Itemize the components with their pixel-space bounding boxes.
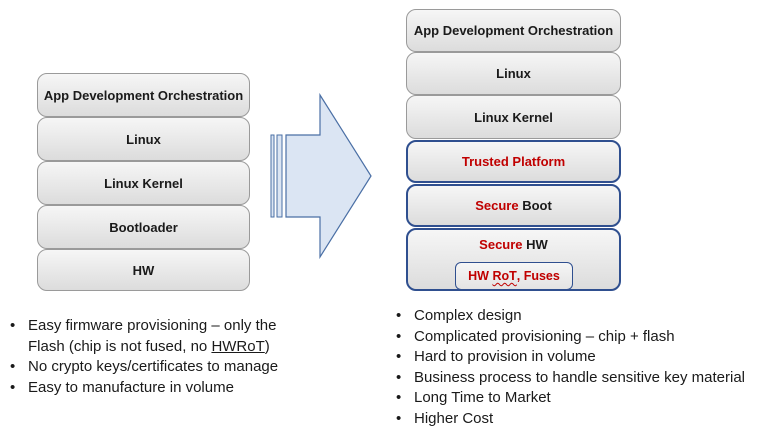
layer-label: App Development Orchestration (43, 87, 244, 103)
layer-label: Linux Kernel (104, 175, 183, 191)
bullet-text: Easy firmware provisioning – only the (28, 317, 277, 334)
bullet-text: Complicated provisioning – chip + flash (414, 327, 675, 345)
layer-label: Linux (126, 131, 161, 147)
secure-word: Secure (479, 237, 523, 252)
right-layer-linux: Linux (406, 52, 621, 95)
bullet-text: Complex design (414, 307, 522, 324)
list-item: • Complex design (396, 306, 766, 327)
list-item: • Hard to provision in volume (396, 347, 766, 368)
bullet-text: No crypto keys/certificates to manage (28, 358, 279, 375)
hwrot-word: HWRoT (211, 337, 265, 355)
left-layer-linux: Linux (37, 117, 250, 161)
layer-label: App Development Orchestration (413, 23, 614, 38)
layer-label: Linux (496, 66, 531, 81)
hw-word: HW (468, 269, 493, 283)
list-item: • Easy firmware provisioning – only the … (10, 316, 310, 357)
right-layer-app: App Development Orchestration (406, 9, 621, 52)
bullet-icon: • (396, 368, 402, 386)
bullet-text: Flash (chip is not fused, no (28, 337, 212, 355)
bullet-icon: • (396, 348, 402, 365)
bullet-icon: • (396, 327, 402, 345)
right-layer-kernel: Linux Kernel (406, 95, 621, 139)
bullet-text: Hard to provision in volume (414, 348, 596, 365)
left-layer-hw: HW (37, 249, 250, 291)
layer-label: Linux Kernel (474, 109, 553, 125)
right-layer-secure-boot: Secure Boot (406, 184, 621, 227)
list-item: • Easy to manufacture in volume (10, 378, 310, 399)
layer-label: Boot (518, 198, 552, 213)
layer-label: Bootloader (109, 219, 178, 235)
list-item: • No crypto keys/certificates to manage (10, 357, 310, 378)
list-item: • Complicated provisioning – chip + flash (396, 327, 766, 348)
bullet-text: ) (264, 337, 270, 355)
layer-label: HW (132, 262, 155, 278)
bullet-icon: • (396, 389, 402, 406)
bullet-text: Higher Cost (414, 409, 494, 427)
bullet-icon: • (10, 358, 16, 375)
bullet-icon: • (396, 409, 402, 427)
fuses-word: , Fuses (516, 269, 560, 283)
left-bullet-list: • Easy firmware provisioning – only the … (10, 316, 310, 398)
rot-word: RoT (492, 269, 517, 283)
secure-word: Secure (475, 198, 519, 213)
layer-label: HW (522, 237, 548, 252)
bullet-icon: • (10, 378, 16, 396)
list-item: • Higher Cost (396, 409, 766, 430)
right-bullet-list: • Complex design • Complicated provisionin… (396, 306, 766, 429)
list-item: • Long Time to Market (396, 388, 766, 409)
list-item: • Business process to handle sensitive ke… (396, 368, 766, 389)
right-layer-trusted-platform: Trusted Platform (406, 140, 621, 183)
left-layer-kernel: Linux Kernel (37, 161, 250, 205)
left-layer-bootloader: Bootloader (37, 205, 250, 249)
bullet-text: Business process to handle sensitive key… (414, 368, 745, 386)
bullet-icon: • (396, 307, 402, 324)
bullet-icon: • (10, 317, 16, 334)
layer-label: Trusted Platform (461, 154, 566, 169)
bullet-text: Easy to manufacture in volume (28, 378, 234, 396)
bullet-text: Long Time to Market (414, 389, 551, 406)
hw-rot-fuses-box: HW RoT, Fuses (455, 262, 573, 290)
left-layer-app: App Development Orchestration (37, 73, 250, 117)
